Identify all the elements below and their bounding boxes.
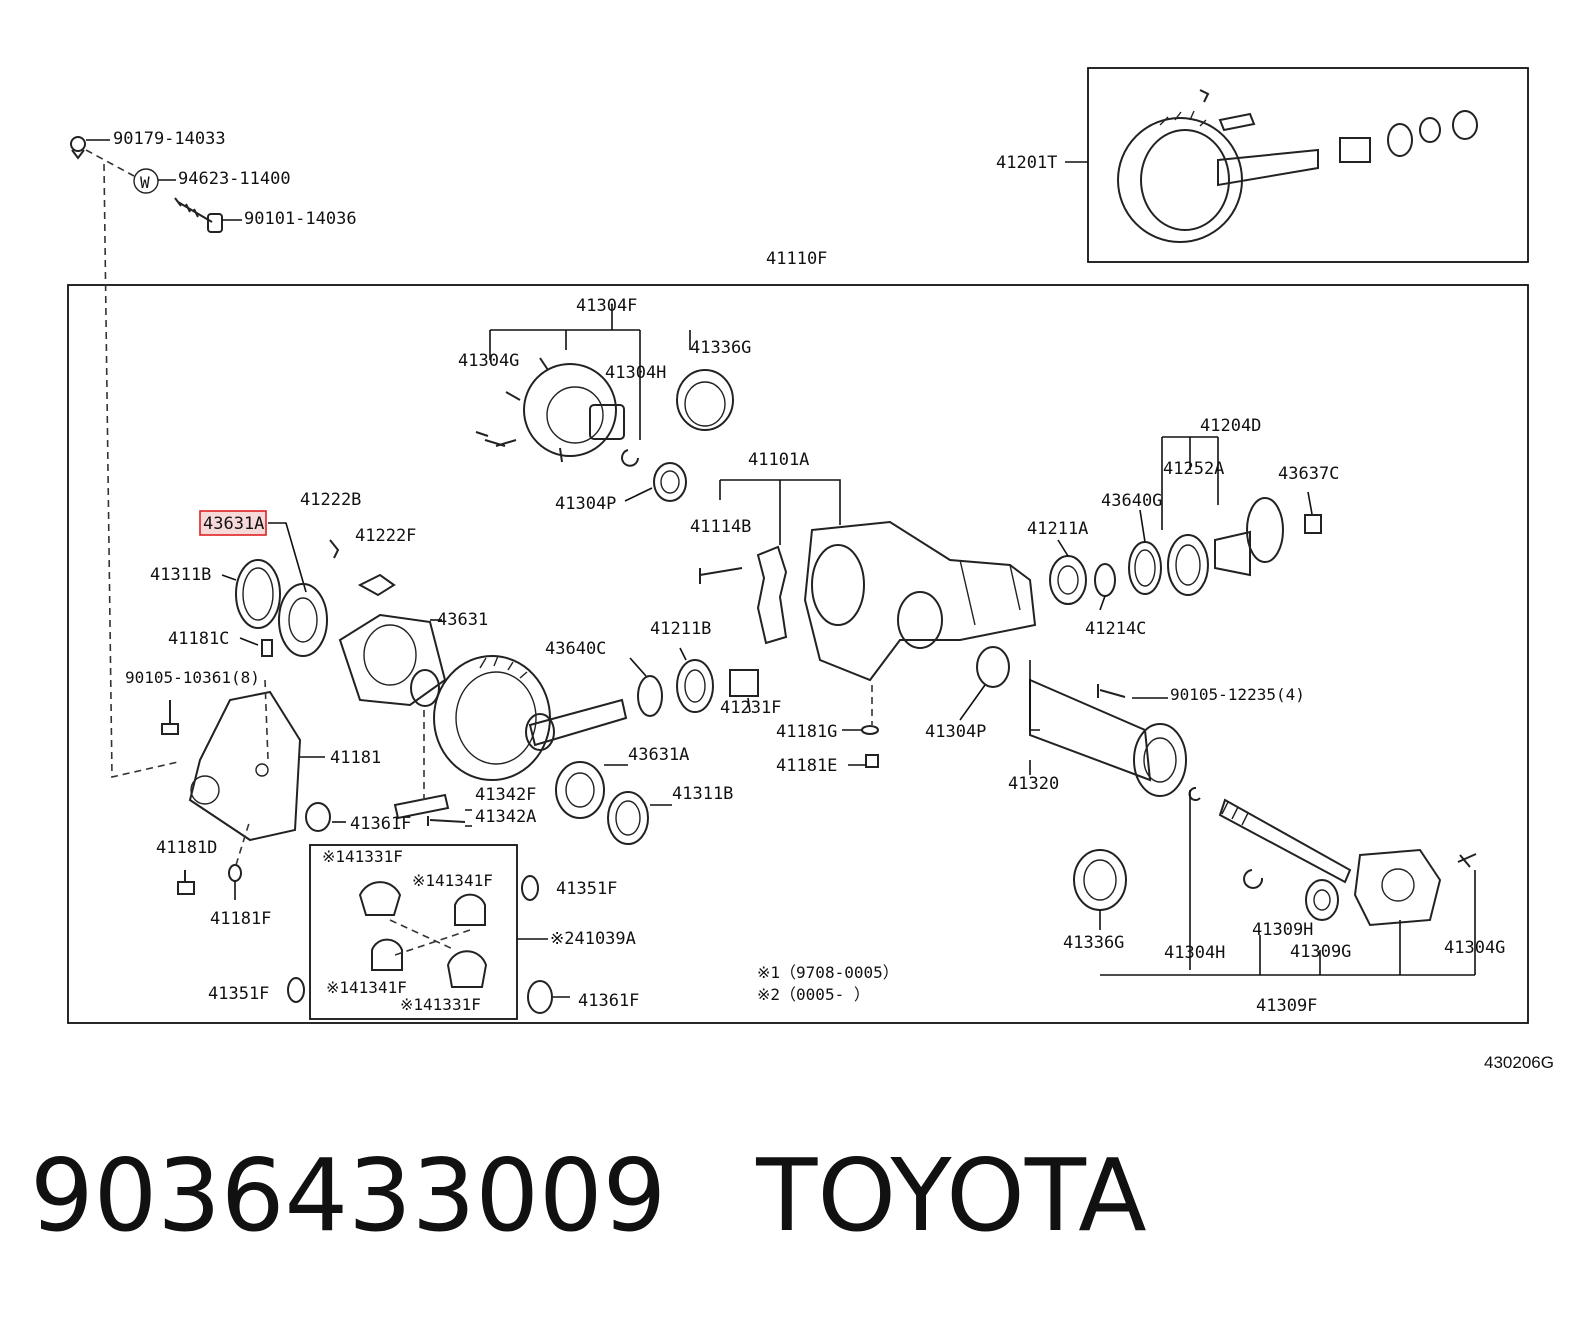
label-141331F-b: ※141331F bbox=[400, 995, 481, 1014]
label-41351F-left: 41351F bbox=[208, 984, 269, 1004]
label-41252A: 41252A bbox=[1163, 459, 1224, 479]
label-41101A: 41101A bbox=[748, 450, 809, 470]
label-41304P-top: 41304P bbox=[555, 494, 616, 514]
label-41311B-left: 41311B bbox=[150, 565, 211, 585]
label-41201T: 41201T bbox=[996, 153, 1057, 173]
ring-pinion-inset bbox=[1065, 89, 1478, 243]
label-241039A: ※241039A bbox=[550, 929, 636, 949]
label-141331F-a: ※141331F bbox=[322, 847, 403, 866]
flange-group-41304F bbox=[475, 305, 734, 502]
label-41231F: 41231F bbox=[720, 698, 781, 718]
label-41304G-bottom: 41304G bbox=[1444, 938, 1505, 958]
caption-bar: 9036433009 TOYOTA bbox=[30, 1130, 1147, 1260]
label-43640G: 43640G bbox=[1101, 491, 1162, 511]
label-94623-11400: 94623-11400 bbox=[178, 169, 291, 189]
label-41361F-bottom: 41361F bbox=[578, 991, 639, 1011]
part-labels: 90179-14033 W 94623-11400 90101-14036 41… bbox=[113, 129, 1554, 1072]
label-90101-14036: 90101-14036 bbox=[244, 209, 357, 229]
label-41304H-top: 41304H bbox=[605, 363, 666, 383]
label-41222B: 41222B bbox=[300, 490, 361, 510]
label-141341F-a: ※141341F bbox=[412, 871, 493, 890]
label-43631A-top: 43631A bbox=[203, 514, 264, 534]
brand-name: TOYOTA bbox=[756, 1136, 1147, 1254]
label-90179-14033: 90179-14033 bbox=[113, 129, 226, 149]
inset-frame-41201T bbox=[1087, 67, 1529, 263]
label-41222F: 41222F bbox=[355, 526, 416, 546]
label-41304F: 41304F bbox=[576, 296, 637, 316]
label-41181F: 41181F bbox=[210, 909, 271, 929]
assembly-frame-41110F bbox=[67, 284, 1529, 1024]
highlight-box-43631A bbox=[199, 510, 267, 536]
w-mark-icon: W bbox=[140, 173, 150, 192]
ring-gear-center bbox=[393, 647, 759, 845]
label-41342F: 41342F bbox=[475, 785, 536, 805]
spider-gears-241039A bbox=[287, 875, 570, 1014]
subgroup-frame-241039A bbox=[309, 844, 518, 1020]
label-41351F-right: 41351F bbox=[556, 879, 617, 899]
label-43637C: 43637C bbox=[1278, 464, 1339, 484]
label-41309G: 41309G bbox=[1290, 942, 1351, 962]
fastener-group-topleft bbox=[70, 136, 242, 778]
label-41181C: 41181C bbox=[168, 629, 229, 649]
label-41211B: 41211B bbox=[650, 619, 711, 639]
note-2: ※2（0005- ） bbox=[757, 985, 870, 1004]
label-41181: 41181 bbox=[330, 748, 381, 768]
axle-tube-41320 bbox=[1029, 660, 1477, 976]
label-41309H: 41309H bbox=[1252, 920, 1313, 940]
label-41304P-right: 41304P bbox=[925, 722, 986, 742]
note-1: ※1（9708-0005） bbox=[757, 963, 899, 982]
label-41181D: 41181D bbox=[156, 838, 217, 858]
pinion-parts-right bbox=[959, 436, 1322, 721]
label-41336G-bottom: 41336G bbox=[1063, 933, 1124, 953]
label-41214C: 41214C bbox=[1085, 619, 1146, 639]
part-number: 9036433009 bbox=[30, 1136, 667, 1254]
label-41304G-top: 41304G bbox=[458, 351, 519, 371]
diagram-reference-code: 430206G bbox=[1484, 1053, 1554, 1072]
label-41309F: 41309F bbox=[1256, 996, 1317, 1016]
label-41110F: 41110F bbox=[766, 249, 827, 269]
label-41114B: 41114B bbox=[690, 517, 751, 537]
differential-parts-left bbox=[161, 510, 447, 900]
label-41304H-bottom: 41304H bbox=[1164, 943, 1225, 963]
label-141341F-b: ※141341F bbox=[326, 978, 407, 997]
label-41361F-top: 41361F bbox=[350, 814, 411, 834]
parts-diagram: 90179-14033 W 94623-11400 90101-14036 41… bbox=[67, 67, 1554, 1072]
label-41311B-mid: 41311B bbox=[672, 784, 733, 804]
label-41320: 41320 bbox=[1008, 774, 1059, 794]
label-41181E: 41181E bbox=[776, 756, 837, 776]
label-41181G: 41181G bbox=[776, 722, 837, 742]
label-41211A: 41211A bbox=[1027, 519, 1088, 539]
label-43631A-mid: 43631A bbox=[628, 745, 689, 765]
carrier-housing-41101A bbox=[699, 479, 1037, 768]
label-90105-12235: 90105-12235(4) bbox=[1170, 685, 1305, 704]
label-41342A: 41342A bbox=[475, 807, 536, 827]
label-43640C: 43640C bbox=[545, 639, 606, 659]
label-41204D: 41204D bbox=[1200, 416, 1261, 436]
label-90105-10361: 90105-10361(8) bbox=[125, 668, 260, 687]
label-43631: 43631 bbox=[437, 610, 488, 630]
label-41336G-top: 41336G bbox=[690, 338, 751, 358]
